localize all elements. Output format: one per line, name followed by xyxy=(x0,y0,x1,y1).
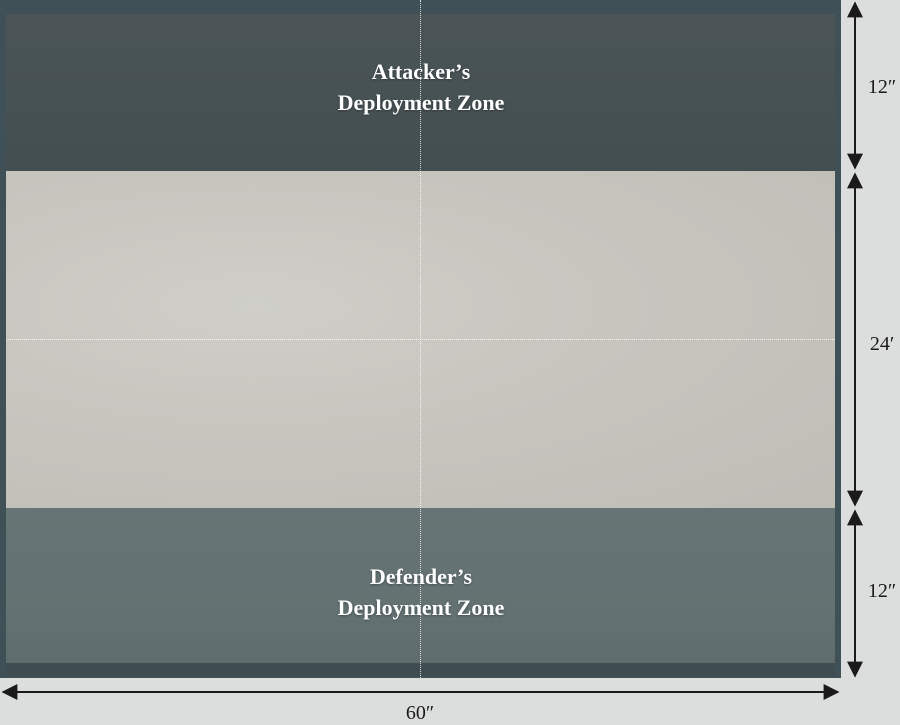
defender-zone-label-line1: Defender’s xyxy=(369,564,473,589)
top-depth-label: 12″ xyxy=(867,76,897,98)
horizontal-center-line xyxy=(6,339,835,340)
width-label: 60″ xyxy=(405,702,435,724)
attacker-zone-label-line2: Deployment Zone xyxy=(337,90,505,115)
defender-zone-label-line2: Deployment Zone xyxy=(337,595,505,620)
battlefield-map xyxy=(0,0,841,678)
defender-zone-label: Defender’s Deployment Zone xyxy=(271,561,571,623)
middle-depth-label: 24′ xyxy=(869,333,895,355)
attacker-zone-label-line1: Attacker’s xyxy=(371,59,471,84)
bottom-depth-label: 12″ xyxy=(867,580,897,602)
attacker-zone-label: Attacker’s Deployment Zone xyxy=(271,56,571,118)
